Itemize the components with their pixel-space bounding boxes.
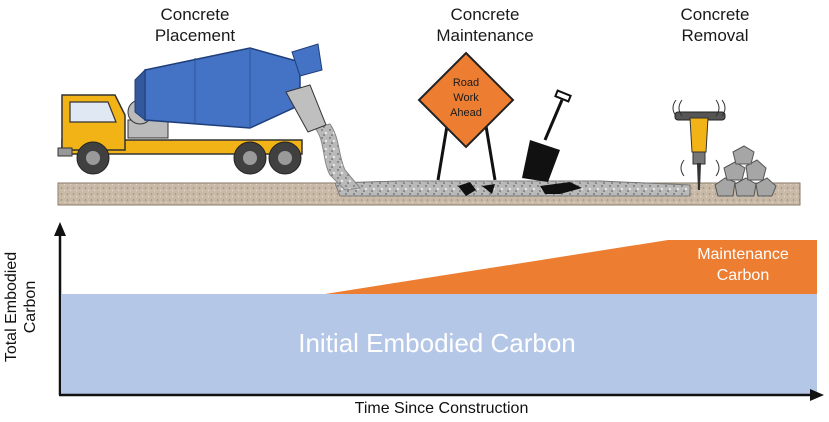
road-work-sign-icon <box>417 51 515 181</box>
initial-carbon-label: Initial Embodied Carbon <box>298 328 576 358</box>
maintenance-carbon-area <box>325 240 817 294</box>
sign-text: Road Work Ahead <box>450 77 482 119</box>
jackhammer-icon <box>672 99 726 191</box>
initial-carbon-area <box>62 294 817 394</box>
crack-marks <box>458 182 582 196</box>
stage-label-maintenance: Concrete Maintenance <box>436 5 534 45</box>
concrete-slab <box>334 180 691 197</box>
y-axis-arrow <box>54 222 66 236</box>
x-axis-label: Time Since Construction <box>354 400 529 417</box>
shovel-icon <box>522 89 572 182</box>
cement-truck-icon <box>57 43 327 175</box>
stage-label-placement: Concrete Placement <box>154 5 236 45</box>
maintenance-carbon-label: Maintenance Carbon <box>697 246 789 284</box>
y-axis-label: Total Embodied Carbon <box>3 251 39 363</box>
rubble-pile-icon <box>714 145 777 197</box>
stage-label-removal: Concrete Removal <box>680 5 750 45</box>
x-axis-arrow <box>810 389 824 401</box>
concrete-pour <box>314 123 361 191</box>
